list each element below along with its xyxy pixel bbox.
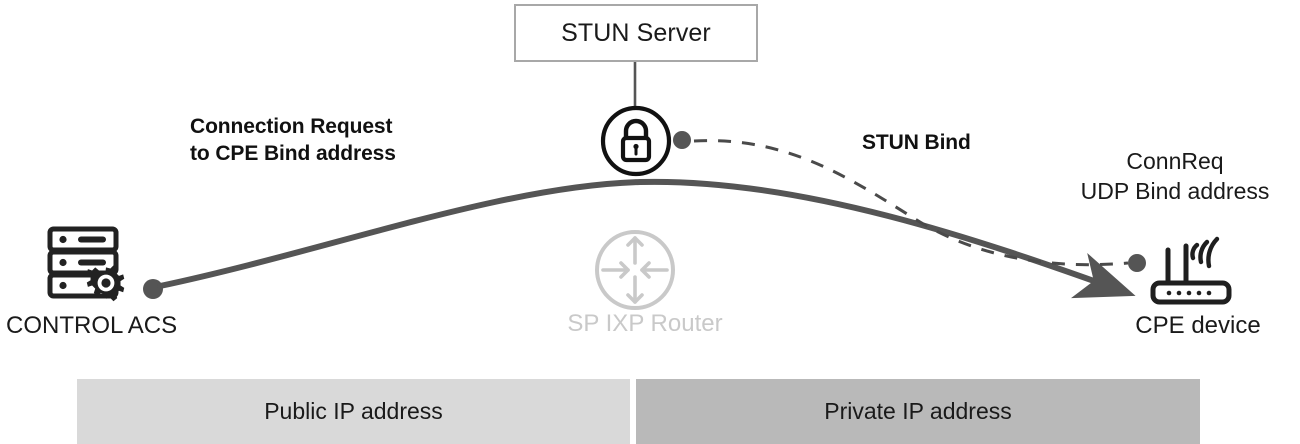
connection-request-label-line1: Connection Request — [190, 115, 393, 138]
connreq-udp-bind-label-line2: UDP Bind address — [1080, 178, 1270, 204]
stun-bind-label: STUN Bind — [862, 131, 971, 154]
private-ip-zone: Private IP address — [636, 379, 1200, 444]
wifi-router-icon — [1150, 236, 1232, 305]
acs-node-label: CONTROL ACS — [6, 312, 178, 339]
connection-request-label: Connection Request to CPE Bind address — [190, 113, 490, 167]
cpe-node-label: CPE device — [1135, 312, 1261, 339]
stun-bind-target-dot — [1128, 254, 1146, 272]
connection-request-origin-dot — [143, 279, 163, 299]
public-ip-zone-label: Public IP address — [264, 398, 443, 424]
stun-bind-origin-dot — [673, 131, 691, 149]
router-arrows-icon — [595, 230, 675, 310]
lock-circle-icon — [600, 105, 672, 177]
connreq-udp-bind-label-line1: ConnReq — [1126, 148, 1224, 174]
connection-request-label-line2: to CPE Bind address — [190, 142, 396, 165]
connreq-udp-bind-label: ConnReq UDP Bind address — [1056, 146, 1294, 206]
ip-zone-bars: Public IP address Private IP address — [0, 379, 1300, 444]
stun-server-box[interactable]: STUN Server — [514, 4, 758, 62]
connection-request-flow-line — [157, 178, 1136, 299]
stun-bind-flow-line — [693, 139, 1129, 267]
public-ip-zone: Public IP address — [77, 379, 630, 444]
server-gear-icon — [47, 226, 125, 302]
router-node-label: SP IXP Router — [567, 310, 723, 337]
private-ip-zone-label: Private IP address — [824, 398, 1012, 424]
stun-server-label: STUN Server — [561, 18, 711, 47]
